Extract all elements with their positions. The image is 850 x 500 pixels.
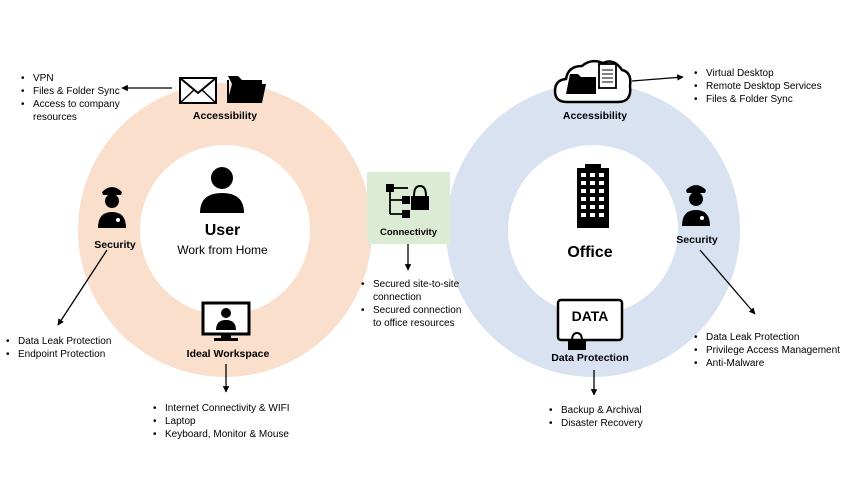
- arrow-right-security: [699, 249, 756, 315]
- building-window: [590, 205, 595, 209]
- building-window: [599, 189, 604, 193]
- envelope-icon: [179, 77, 217, 104]
- data-badge-text: DATA: [572, 308, 609, 324]
- list-item: Keyboard, Monitor & Mouse: [152, 428, 290, 441]
- office-title: Office: [567, 244, 613, 261]
- user-title: User: [204, 222, 241, 239]
- building-window: [599, 181, 604, 185]
- person-icon: [200, 167, 244, 213]
- arrow-right-accessibility: [631, 74, 684, 82]
- list-item: Disaster Recovery: [548, 417, 643, 430]
- list-item: Backup & Archival: [548, 404, 643, 417]
- data-protection-list: Backup & Archival Disaster Recovery: [548, 404, 643, 430]
- list-item-continuation: resources: [33, 112, 77, 123]
- list-item: Anti-Malware: [693, 357, 840, 370]
- security-guard-icon: [682, 185, 710, 226]
- data-lock-icon: [556, 298, 624, 350]
- building-window: [599, 205, 604, 209]
- right-security-label: Security: [676, 234, 718, 246]
- workspace-list: Internet Connectivity & WIFI Laptop Keyb…: [152, 402, 290, 441]
- data-protection-label: Data Protection: [551, 352, 629, 364]
- right-ring-inner: [508, 145, 678, 315]
- building-window: [590, 213, 595, 217]
- list-item: Laptop: [152, 415, 290, 428]
- user-subtitle: Work from Home: [177, 243, 268, 257]
- connectivity-list: Secured site-to-site connection Secured …: [360, 278, 461, 330]
- left-security-label: Security: [94, 239, 136, 251]
- building-window: [590, 189, 595, 193]
- building-window: [581, 197, 586, 201]
- list-item: Secured connection: [360, 304, 461, 317]
- building-window: [581, 181, 586, 185]
- workspace-label: Ideal Workspace: [186, 348, 270, 360]
- right-accessibility-label: Accessibility: [562, 110, 628, 122]
- list-item: Remote Desktop Services: [693, 80, 822, 93]
- list-item-continuation: connection: [373, 292, 422, 303]
- building-window: [599, 197, 604, 201]
- connectivity-band: [367, 172, 450, 244]
- folder-icon: [227, 76, 266, 103]
- building-window: [581, 213, 586, 217]
- left-accessibility-label: Accessibility: [192, 110, 258, 122]
- list-item-continuation: to office resources: [373, 318, 455, 329]
- list-item: VPN: [20, 72, 120, 85]
- building-window: [581, 205, 586, 209]
- left-accessibility-list: VPN Files & Folder Sync Access to compan…: [20, 72, 120, 124]
- left-security-list: Data Leak Protection Endpoint Protection: [5, 335, 111, 361]
- building-window: [599, 213, 604, 217]
- list-item: Files & Folder Sync: [693, 93, 822, 106]
- list-item: Files & Folder Sync: [20, 85, 120, 98]
- cloud-folder-icon: [553, 59, 632, 104]
- list-item: Privilege Access Management: [693, 344, 840, 357]
- right-accessibility-list: Virtual Desktop Remote Desktop Services …: [693, 67, 822, 106]
- left-ring-inner: [140, 145, 310, 315]
- list-item: Virtual Desktop: [693, 67, 822, 80]
- building-window: [581, 173, 586, 177]
- arrow-left-security: [57, 249, 108, 326]
- list-item: Endpoint Protection: [5, 348, 111, 361]
- list-item: Secured site-to-site: [360, 278, 461, 291]
- building-window: [590, 173, 595, 177]
- list-item: Internet Connectivity & WIFI: [152, 402, 290, 415]
- monitor-user-icon: [201, 301, 251, 341]
- building-window: [590, 197, 595, 201]
- right-security-list: Data Leak Protection Privilege Access Ma…: [693, 331, 840, 370]
- building-window: [599, 173, 604, 177]
- arrows: [57, 74, 756, 396]
- list-item: Data Leak Protection: [5, 335, 111, 348]
- building-window: [581, 189, 586, 193]
- network-lock-icon: [386, 184, 429, 218]
- building-window: [590, 181, 595, 185]
- list-item: Data Leak Protection: [693, 331, 840, 344]
- security-guard-icon: [98, 187, 126, 228]
- list-item: Access to company: [20, 98, 120, 111]
- connectivity-label: Connectivity: [379, 227, 437, 238]
